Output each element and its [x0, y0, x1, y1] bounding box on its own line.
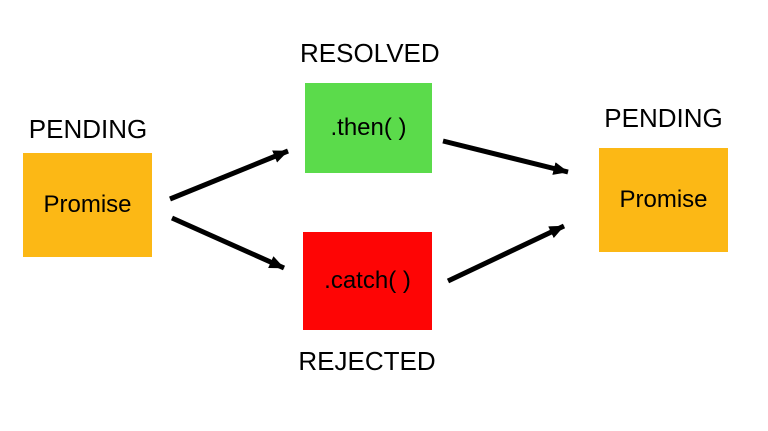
node-promise-left: Promise — [23, 153, 152, 257]
node-promise-right-label: Promise — [619, 186, 708, 213]
node-catch-label: .catch( ) — [324, 267, 411, 294]
node-promise-right: Promise — [599, 148, 728, 252]
state-label-pending-left: PENDING — [28, 114, 148, 144]
arrow-rejected-to-pending — [446, 223, 566, 284]
node-then: .then( ) — [305, 83, 432, 173]
state-label-rejected: REJECTED — [298, 346, 436, 376]
state-label-pending-right: PENDING — [604, 103, 723, 133]
arrow-pending-to-resolved — [169, 148, 289, 202]
state-label-resolved: RESOLVED — [300, 38, 440, 68]
node-then-label: .then( ) — [330, 114, 407, 141]
arrow-pending-to-rejected — [170, 215, 286, 271]
node-promise-left-label: Promise — [43, 191, 132, 218]
node-catch: .catch( ) — [303, 232, 432, 330]
arrow-resolved-to-pending — [442, 138, 569, 175]
